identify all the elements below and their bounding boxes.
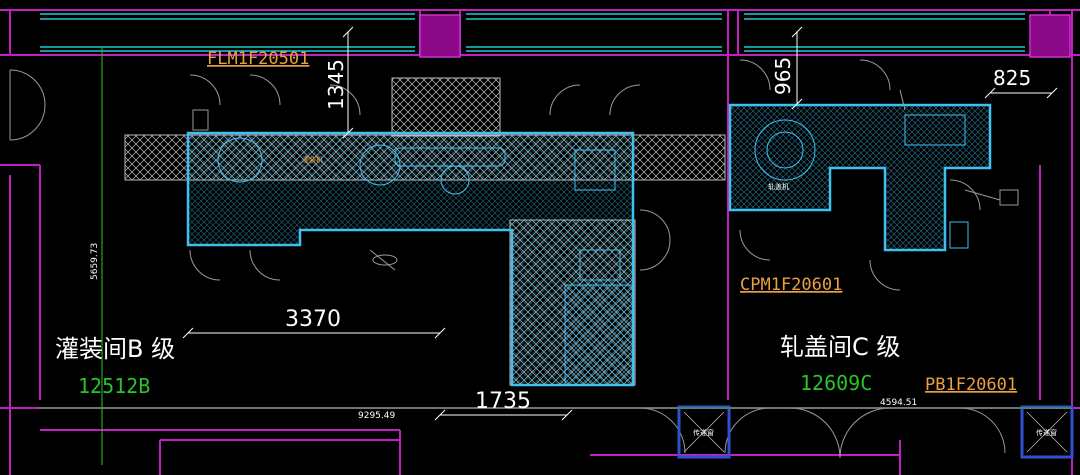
label-pass-window-1: 传递窗 [693,428,714,437]
dim-965: 965 [771,57,795,95]
room-code-capping: 12609C [800,371,872,395]
dim-5659: 5659.73 [90,243,100,280]
pass-box-1 [677,405,731,459]
dimension-lines [182,26,1058,421]
room-code-filling: 12512B [78,374,150,398]
dim-9295: 9295.49 [358,411,395,421]
dimension-lines-green [38,48,1072,465]
code-cpm: CPM1F20601 [740,275,842,295]
room-name-filling: 灌装间B 级 [55,335,175,363]
window-lines [40,13,1025,52]
columns [419,14,1071,58]
code-flm: FLM1F20501 [207,49,309,69]
code-pb: PB1F20601 [925,375,1017,395]
capping-equipment [728,89,1019,252]
dim-4594: 4594.51 [880,398,917,408]
pass-box-2 [1020,405,1074,459]
pass-boxes [677,405,1074,459]
room-name-capping: 轧盖间C 级 [780,333,900,361]
dim-1735: 1735 [475,389,531,414]
dim-825: 825 [993,66,1031,90]
label-pass-window-2: 传递窗 [1036,428,1057,437]
label-filler: 灌装机 [302,155,323,164]
door-swings [9,59,1006,459]
label-capper: 轧盖机 [768,182,789,191]
filling-line-equipment [124,77,726,387]
dim-3370: 3370 [285,307,341,332]
dim-1345: 1345 [324,59,348,110]
